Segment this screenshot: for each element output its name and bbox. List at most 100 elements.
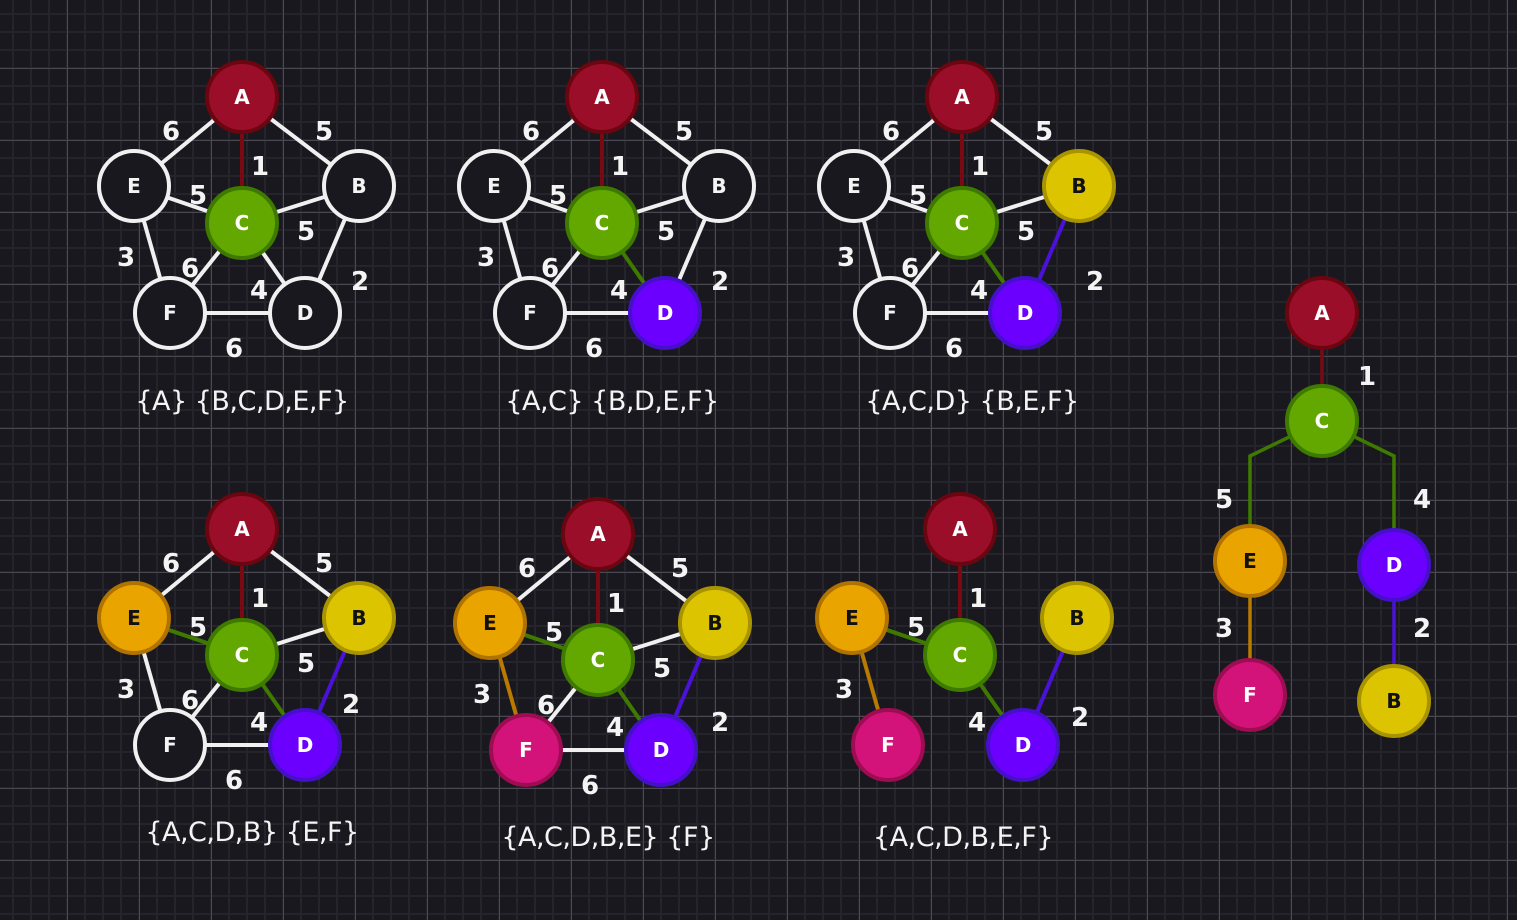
edge-weight-label: 3 <box>117 243 135 273</box>
node-f: F <box>851 708 925 782</box>
node-label: E <box>487 174 501 198</box>
node-circle <box>1213 524 1287 598</box>
node-f: F <box>133 708 207 782</box>
edge-weight-label: 6 <box>181 254 199 284</box>
edge-weight-label: 5 <box>1017 217 1035 247</box>
step-caption-6: {A,C,D,B,E,F} <box>873 822 1054 853</box>
node-label: E <box>845 606 859 630</box>
tree-edge-weight-label: 3 <box>1215 614 1233 644</box>
node-e: E <box>1213 524 1287 598</box>
edge-weight-label: 5 <box>671 554 689 584</box>
tree-edge-weight-label: 2 <box>1413 614 1431 644</box>
edge-weight-label: 6 <box>541 254 559 284</box>
edge-weight-label: 1 <box>251 152 269 182</box>
node-label: B <box>707 611 722 635</box>
node-circle <box>1285 276 1359 350</box>
node-f: F <box>489 713 563 787</box>
edge-weight-label: 5 <box>657 217 675 247</box>
node-circle <box>133 708 207 782</box>
node-e: E <box>453 586 527 660</box>
node-label: D <box>657 301 674 325</box>
edge-weight-label: 6 <box>901 254 919 284</box>
edge-weight-label: 2 <box>711 708 729 738</box>
edge-weight-label: 1 <box>251 584 269 614</box>
node-circle <box>628 276 702 350</box>
edge-weight-label: 4 <box>968 708 986 738</box>
node-label: E <box>1243 549 1257 573</box>
node-label: B <box>1071 174 1086 198</box>
edge-weight-label: 1 <box>971 152 989 182</box>
edge-weight-label: 4 <box>250 708 268 738</box>
edge-weight-label: 4 <box>250 276 268 306</box>
node-circle <box>815 581 889 655</box>
node-d: D <box>624 713 698 787</box>
edge-weight-label: 2 <box>711 267 729 297</box>
node-b: B <box>1042 149 1116 223</box>
edge-weight-label: 5 <box>675 117 693 147</box>
node-f: F <box>493 276 567 350</box>
node-circle <box>988 276 1062 350</box>
node-circle <box>205 186 279 260</box>
node-label: C <box>1315 409 1330 433</box>
node-label: F <box>519 738 533 762</box>
node-label: F <box>881 733 895 757</box>
node-circle <box>97 149 171 223</box>
node-label: B <box>1386 689 1401 713</box>
node-d: D <box>268 708 342 782</box>
edge-weight-label: 6 <box>945 334 963 364</box>
node-circle <box>205 492 279 566</box>
node-label: A <box>234 85 250 109</box>
node-d: D <box>988 276 1062 350</box>
edge-weight-label: 5 <box>189 181 207 211</box>
tree-edge-weight-label: 4 <box>1413 485 1431 515</box>
node-a: A <box>923 492 997 566</box>
node-b: B <box>682 149 756 223</box>
edge-weight-label: 5 <box>907 613 925 643</box>
node-label: F <box>163 733 177 757</box>
edge-weight-label: 6 <box>162 549 180 579</box>
node-a: A <box>205 60 279 134</box>
node-label: D <box>653 738 670 762</box>
node-b: B <box>678 586 752 660</box>
edge-weight-label: 5 <box>189 613 207 643</box>
node-circle <box>851 708 925 782</box>
node-b: B <box>322 149 396 223</box>
node-label: A <box>954 85 970 109</box>
node-a: A <box>565 60 639 134</box>
edge-weight-label: 3 <box>477 243 495 273</box>
node-e: E <box>97 581 171 655</box>
node-circle <box>986 708 1060 782</box>
node-f: F <box>1213 658 1287 732</box>
node-label: D <box>1017 301 1034 325</box>
node-circle <box>322 581 396 655</box>
node-f: F <box>853 276 927 350</box>
tree-edge-weight-label: 5 <box>1215 485 1233 515</box>
edge-weight-label: 1 <box>611 152 629 182</box>
edge-weight-label: 3 <box>117 675 135 705</box>
node-label: C <box>955 211 970 235</box>
node-e: E <box>815 581 889 655</box>
node-circle <box>205 60 279 134</box>
node-label: C <box>235 211 250 235</box>
edge-weight-label: 2 <box>351 267 369 297</box>
node-d: D <box>986 708 1060 782</box>
edge-weight-label: 5 <box>315 549 333 579</box>
step-caption-3: {A,C,D} {B,E,F} <box>865 386 1079 417</box>
node-label: A <box>952 517 968 541</box>
node-circle <box>1357 528 1431 602</box>
node-c: C <box>205 618 279 692</box>
node-label: C <box>953 643 968 667</box>
node-c: C <box>923 618 997 692</box>
edge-weight-label: 1 <box>969 584 987 614</box>
edge-weight-label: 5 <box>549 181 567 211</box>
edge-weight-label: 5 <box>545 618 563 648</box>
